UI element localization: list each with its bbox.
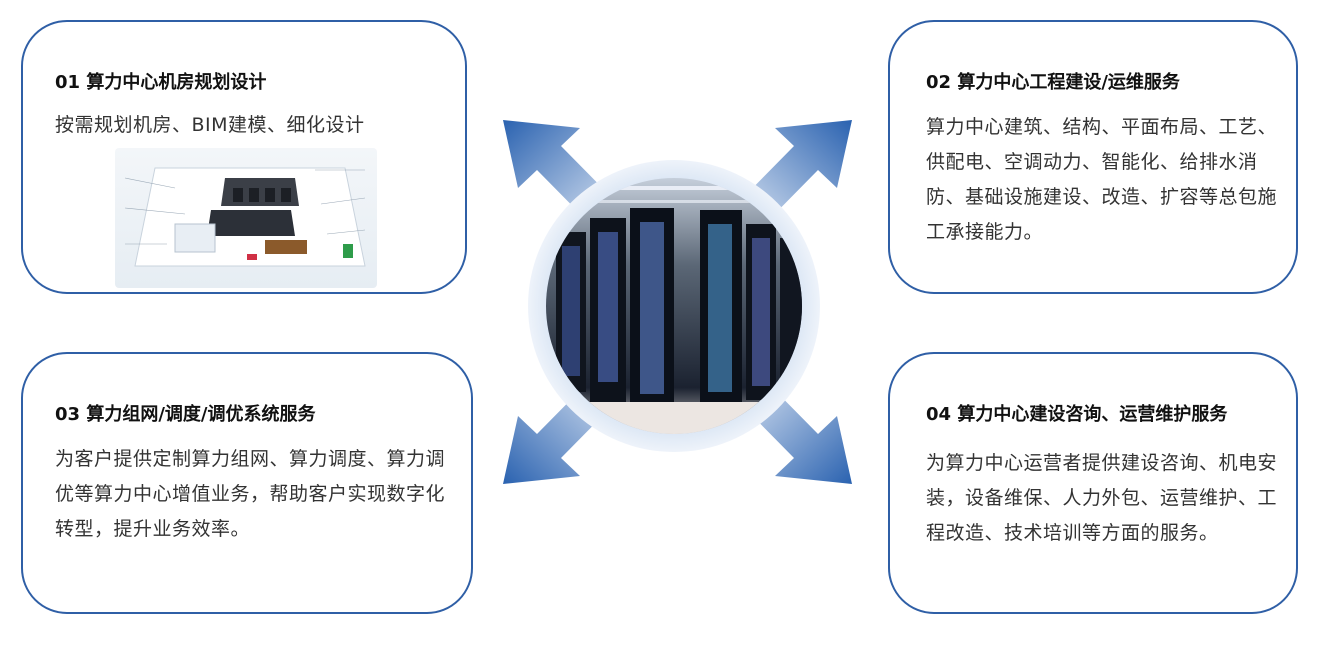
card-description: 为客户提供定制算力组网、算力调度、算力调优等算力中心增值业务，帮助客户实现数字化… [55, 448, 446, 540]
card-description: 按需规划机房、BIM建模、细化设计 [55, 114, 365, 136]
card-title: 04 算力中心建设咨询、运营维护服务 [926, 404, 1228, 425]
card-title: 03 算力组网/调度/调优系统服务 [55, 404, 316, 425]
card-description: 为算力中心运营者提供建设咨询、机电安装，设备维保、人力外包、运营维护、工程改造、… [926, 452, 1278, 544]
card-consulting-maintenance: 04 算力中心建设咨询、运营维护服务 为算力中心运营者提供建设咨询、机电安装，设… [888, 352, 1298, 614]
card-planning-design: 01 算力中心机房规划设计 按需规划机房、BIM建模、细化设计 [21, 20, 467, 294]
card-title: 02 算力中心工程建设/运维服务 [926, 72, 1180, 93]
card-description: 算力中心建筑、结构、平面布局、工艺、供配电、空调动力、智能化、给排水消防、基础设… [926, 116, 1278, 243]
card-title: 01 算力中心机房规划设计 [55, 72, 267, 93]
floorplan-image [115, 148, 377, 288]
card-construction-ops: 02 算力中心工程建设/运维服务 算力中心建筑、结构、平面布局、工艺、供配电、空… [888, 20, 1298, 294]
card-network-scheduling: 03 算力组网/调度/调优系统服务 为客户提供定制算力组网、算力调度、算力调优等… [21, 352, 473, 614]
